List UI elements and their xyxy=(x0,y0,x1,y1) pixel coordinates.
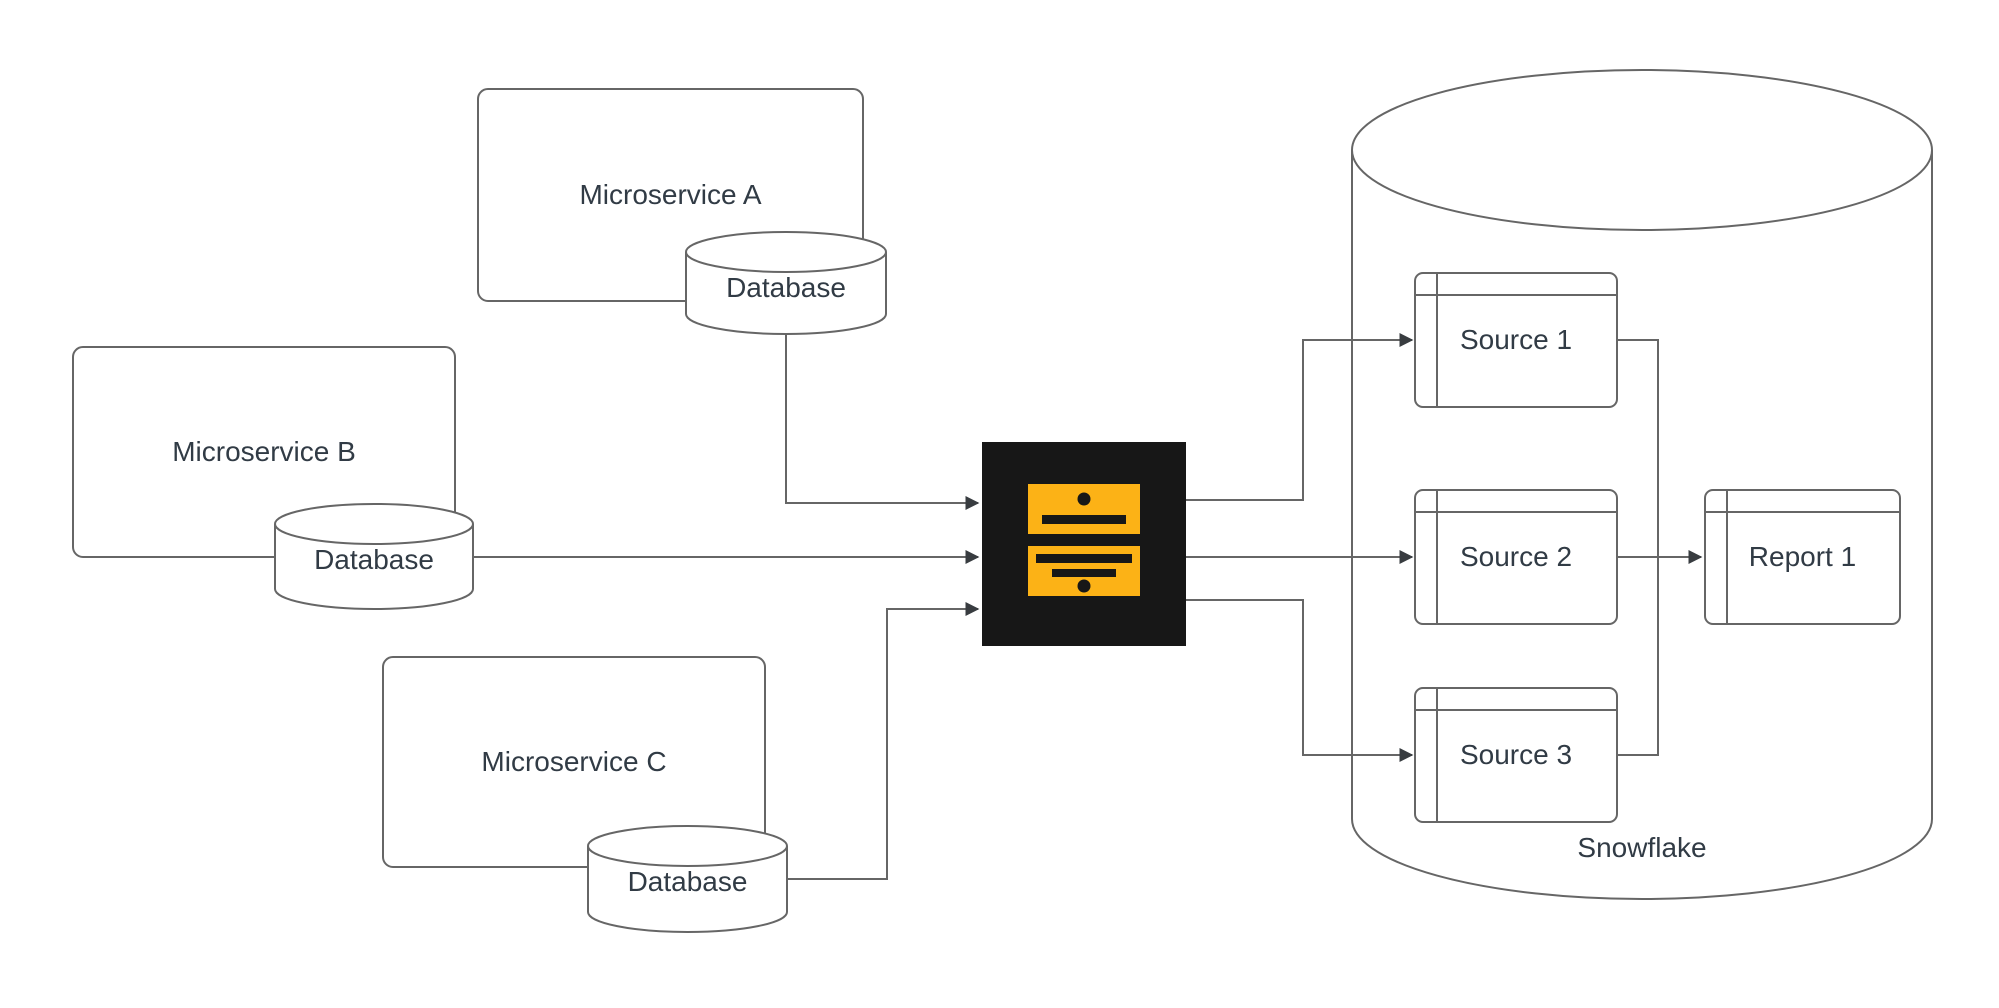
database-a-cylinder[interactable] xyxy=(685,231,887,335)
edge-etl-to-source-3[interactable] xyxy=(1186,599,1414,762)
edge-etl-to-source-1[interactable] xyxy=(1186,333,1414,501)
edge-database-a-to-etl[interactable] xyxy=(785,334,980,510)
source-3-box[interactable] xyxy=(1414,687,1618,823)
etl-box-node[interactable] xyxy=(982,442,1186,646)
report-1-box[interactable] xyxy=(1704,489,1901,625)
edge-source-1-to-report-1[interactable] xyxy=(1617,339,1659,557)
edge-database-c-to-etl[interactable] xyxy=(787,602,980,880)
source-1-box[interactable] xyxy=(1414,272,1618,408)
etl-logo-icon xyxy=(1028,484,1140,596)
database-b-cylinder[interactable] xyxy=(274,503,474,610)
source-2-box[interactable] xyxy=(1414,489,1618,625)
database-c-cylinder[interactable] xyxy=(587,825,788,933)
microservice-c-box[interactable] xyxy=(382,656,766,868)
edge-source-3-to-report-1[interactable] xyxy=(1617,557,1659,756)
